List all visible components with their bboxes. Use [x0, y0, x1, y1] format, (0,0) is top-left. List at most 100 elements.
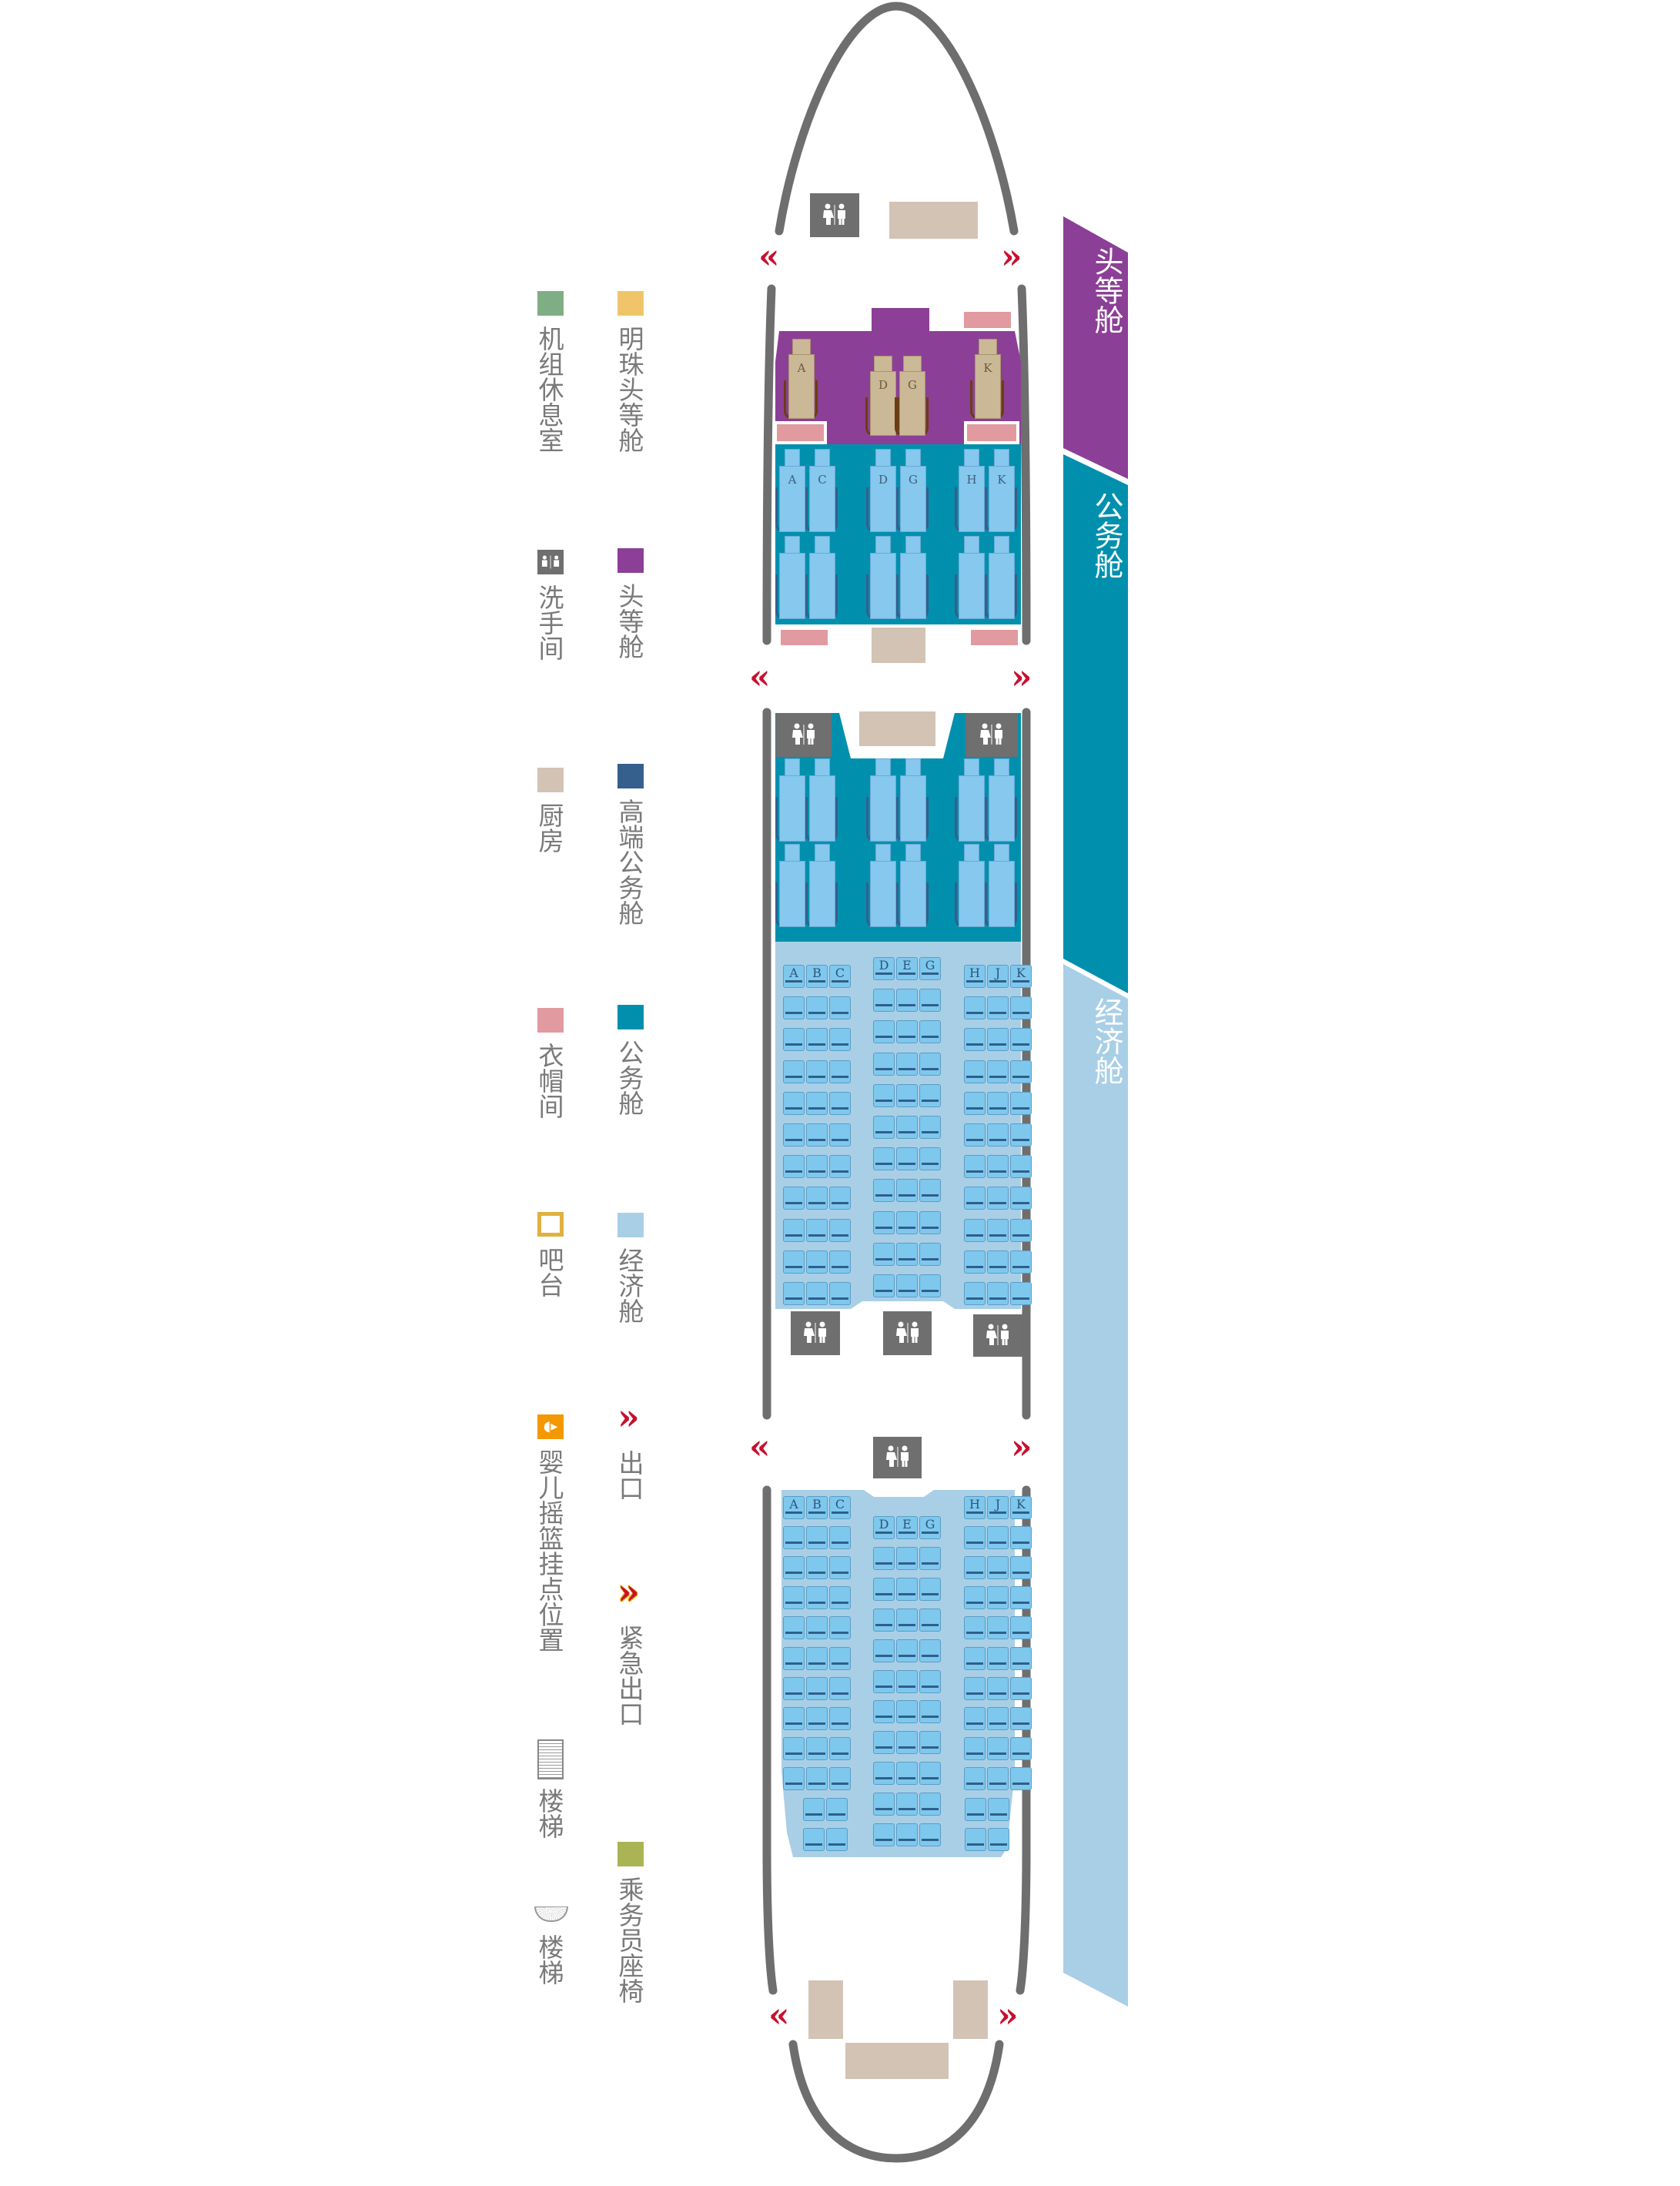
economy-seat[interactable]	[873, 1210, 895, 1234]
economy-seat[interactable]	[896, 1700, 918, 1724]
economy-seat[interactable]	[873, 1179, 895, 1203]
economy-seat[interactable]: J	[987, 1496, 1009, 1519]
economy-seat[interactable]	[919, 1731, 941, 1755]
economy-seat[interactable]	[783, 1250, 805, 1274]
economy-seat[interactable]	[896, 1823, 918, 1846]
economy-seat[interactable]	[1010, 1766, 1032, 1790]
economy-seat[interactable]	[873, 1546, 895, 1570]
economy-seat[interactable]	[829, 1250, 851, 1274]
economy-seat[interactable]	[919, 1546, 941, 1570]
economy-seat[interactable]	[987, 1766, 1009, 1790]
economy-seat[interactable]	[873, 1639, 895, 1662]
economy-seat[interactable]	[919, 1052, 941, 1076]
economy-seat[interactable]: G	[919, 1516, 941, 1539]
economy-seat[interactable]	[896, 1577, 918, 1601]
economy-seat[interactable]	[783, 996, 805, 1020]
economy-seat[interactable]	[806, 1556, 828, 1580]
economy-seat[interactable]: E	[896, 957, 918, 980]
economy-seat[interactable]	[829, 1028, 851, 1052]
economy-seat[interactable]	[829, 1706, 851, 1730]
economy-seat[interactable]	[987, 1187, 1009, 1210]
economy-seat[interactable]	[896, 1546, 918, 1570]
economy-seat[interactable]	[919, 989, 941, 1013]
economy-seat[interactable]	[964, 1282, 986, 1305]
first-class-seat[interactable]: K	[970, 339, 1004, 419]
economy-seat[interactable]	[964, 1706, 986, 1730]
economy-seat[interactable]: G	[919, 957, 941, 980]
economy-seat[interactable]	[964, 1028, 986, 1052]
economy-seat[interactable]	[919, 1210, 941, 1234]
economy-seat[interactable]	[987, 1676, 1009, 1700]
economy-seat[interactable]	[783, 1646, 805, 1670]
economy-seat[interactable]	[806, 1282, 828, 1305]
business-seat[interactable]	[866, 758, 899, 842]
business-seat[interactable]	[985, 844, 1017, 927]
economy-seat[interactable]	[806, 996, 828, 1020]
economy-seat[interactable]	[783, 1091, 805, 1115]
economy-seat[interactable]	[803, 1828, 825, 1851]
economy-seat[interactable]	[1010, 1616, 1032, 1640]
economy-seat[interactable]	[829, 1736, 851, 1760]
economy-seat[interactable]	[964, 1646, 986, 1670]
economy-seat[interactable]	[964, 996, 986, 1020]
economy-seat[interactable]	[964, 1586, 986, 1610]
economy-seat[interactable]: H	[964, 965, 986, 988]
economy-seat[interactable]	[919, 1793, 941, 1816]
economy-seat[interactable]	[783, 1766, 805, 1790]
economy-seat[interactable]: B	[806, 1496, 828, 1519]
business-seat[interactable]: D	[866, 449, 899, 532]
economy-seat[interactable]	[987, 1028, 1009, 1052]
economy-seat[interactable]	[873, 1608, 895, 1632]
economy-seat[interactable]	[829, 1616, 851, 1640]
economy-seat[interactable]: D	[873, 957, 895, 980]
economy-seat[interactable]	[1010, 1187, 1032, 1210]
business-seat[interactable]	[866, 844, 899, 927]
business-seat[interactable]	[985, 758, 1017, 842]
economy-seat[interactable]	[919, 1823, 941, 1846]
economy-seat[interactable]	[873, 1793, 895, 1816]
economy-seat[interactable]	[829, 1123, 851, 1147]
economy-seat[interactable]	[987, 1646, 1009, 1670]
economy-seat[interactable]	[829, 1526, 851, 1550]
economy-seat[interactable]	[1010, 1586, 1032, 1610]
economy-seat[interactable]	[964, 1187, 986, 1210]
economy-seat[interactable]	[803, 1798, 825, 1821]
economy-seat[interactable]: K	[1010, 1496, 1032, 1519]
economy-seat[interactable]	[919, 1116, 941, 1139]
economy-seat[interactable]	[826, 1828, 848, 1851]
economy-seat[interactable]	[873, 1731, 895, 1755]
economy-seat[interactable]	[1010, 1646, 1032, 1670]
economy-seat[interactable]	[829, 1155, 851, 1179]
economy-seat[interactable]	[919, 1700, 941, 1724]
economy-seat[interactable]: D	[873, 1516, 895, 1539]
economy-seat[interactable]	[987, 1060, 1009, 1083]
economy-seat[interactable]	[896, 1731, 918, 1755]
economy-seat[interactable]	[806, 1028, 828, 1052]
business-seat[interactable]: A	[775, 449, 808, 532]
business-seat[interactable]	[896, 844, 929, 927]
economy-seat[interactable]	[964, 1766, 986, 1790]
economy-seat[interactable]	[1010, 1282, 1032, 1305]
business-seat[interactable]	[775, 536, 808, 619]
economy-seat[interactable]	[873, 1669, 895, 1693]
business-seat[interactable]	[866, 536, 899, 619]
economy-seat[interactable]	[806, 1676, 828, 1700]
economy-seat[interactable]	[987, 1282, 1009, 1305]
economy-seat[interactable]	[965, 1828, 986, 1851]
business-seat[interactable]	[775, 758, 808, 842]
economy-seat[interactable]	[896, 1762, 918, 1786]
economy-seat[interactable]	[896, 989, 918, 1013]
economy-seat[interactable]	[783, 1526, 805, 1550]
economy-seat[interactable]	[783, 1706, 805, 1730]
economy-seat[interactable]	[964, 1155, 986, 1179]
economy-seat[interactable]	[873, 1147, 895, 1171]
economy-seat[interactable]	[783, 1736, 805, 1760]
economy-seat[interactable]	[806, 1586, 828, 1610]
economy-seat[interactable]	[873, 1274, 895, 1297]
economy-seat[interactable]	[806, 1526, 828, 1550]
economy-seat[interactable]	[783, 1218, 805, 1242]
economy-seat[interactable]	[896, 1083, 918, 1107]
economy-seat[interactable]	[964, 1526, 986, 1550]
economy-seat[interactable]	[783, 1155, 805, 1179]
economy-seat[interactable]	[919, 1242, 941, 1266]
